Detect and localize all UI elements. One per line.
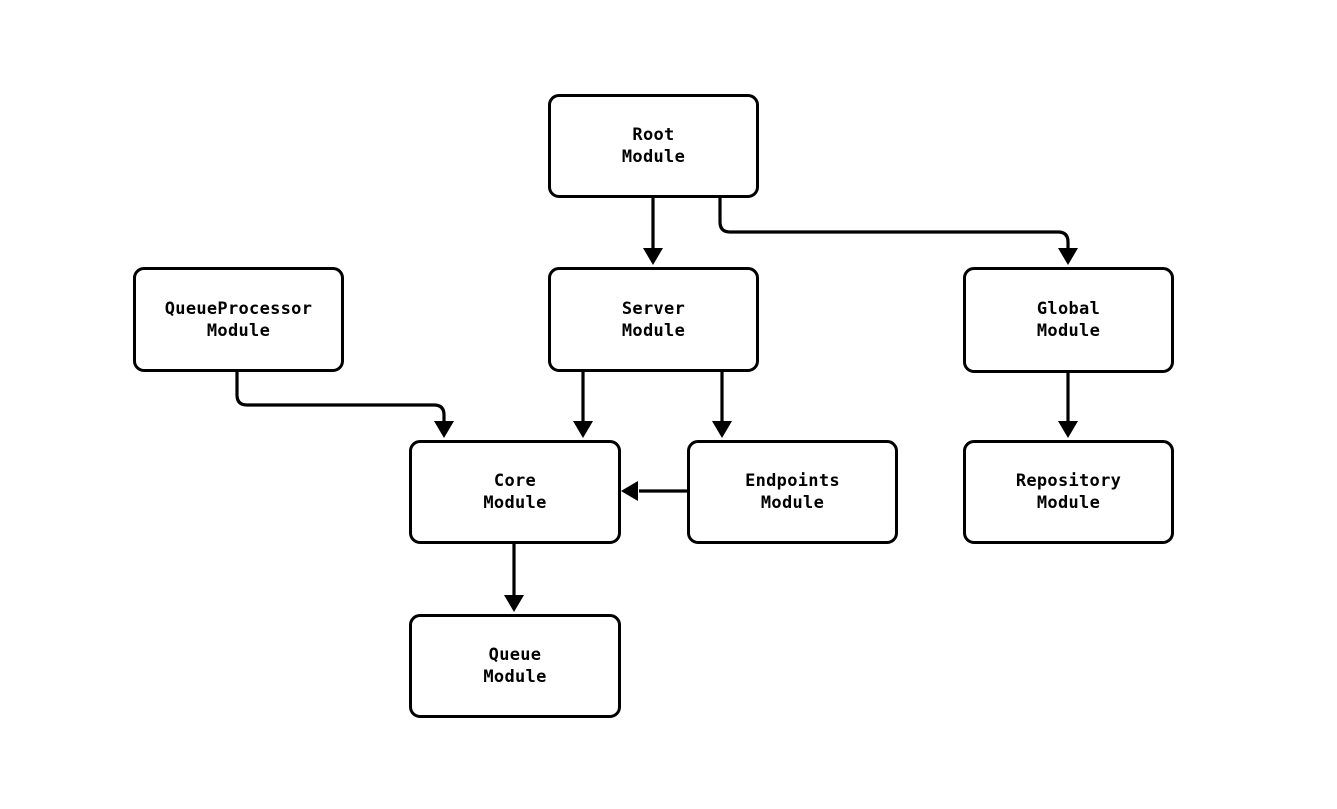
edge-endpoints-to-core [621,481,687,501]
node-label-line1: Core [493,471,537,491]
node-label-line1: Root [632,125,675,145]
edge-root-to-global [718,198,1078,265]
node-label-line1: QueueProcessor [164,298,313,319]
node-repository-module[interactable]: Repository Module [963,440,1174,544]
edge-server-to-endpoints [712,372,732,438]
node-global-module[interactable]: Global Module [963,267,1174,373]
node-root-module[interactable]: Root Module [548,94,759,198]
node-label-line2: Module [621,320,686,341]
edge-root-to-server [643,198,663,265]
node-label-line2: Module [1036,321,1101,341]
node-label-line2: Module [483,667,547,687]
node-label-line1: Global [1036,299,1101,319]
node-label-line2: Module [1036,493,1101,513]
node-label-line2: Module [483,493,547,513]
node-label-line1: Server [621,298,686,319]
node-queueprocessor-module[interactable]: QueueProcessor Module [133,267,344,372]
edge-global-to-repository [1058,373,1078,438]
node-label-line2: Module [621,147,686,167]
edge-server-to-core [573,372,593,438]
node-label-line2: Module [206,320,271,341]
edge-core-to-queue [504,544,524,612]
node-queue-module[interactable]: Queue Module [409,614,621,718]
node-label-line1: Repository [1015,471,1122,491]
edge-queueprocessor-to-core [235,372,454,438]
node-server-module[interactable]: Server Module [548,267,759,372]
node-core-module[interactable]: Core Module [409,440,621,544]
node-label-line1: Endpoints [745,471,840,491]
node-label-line1: Queue [488,645,542,665]
node-endpoints-module[interactable]: Endpoints Module [687,440,898,544]
node-label-line2: Module [760,493,825,513]
